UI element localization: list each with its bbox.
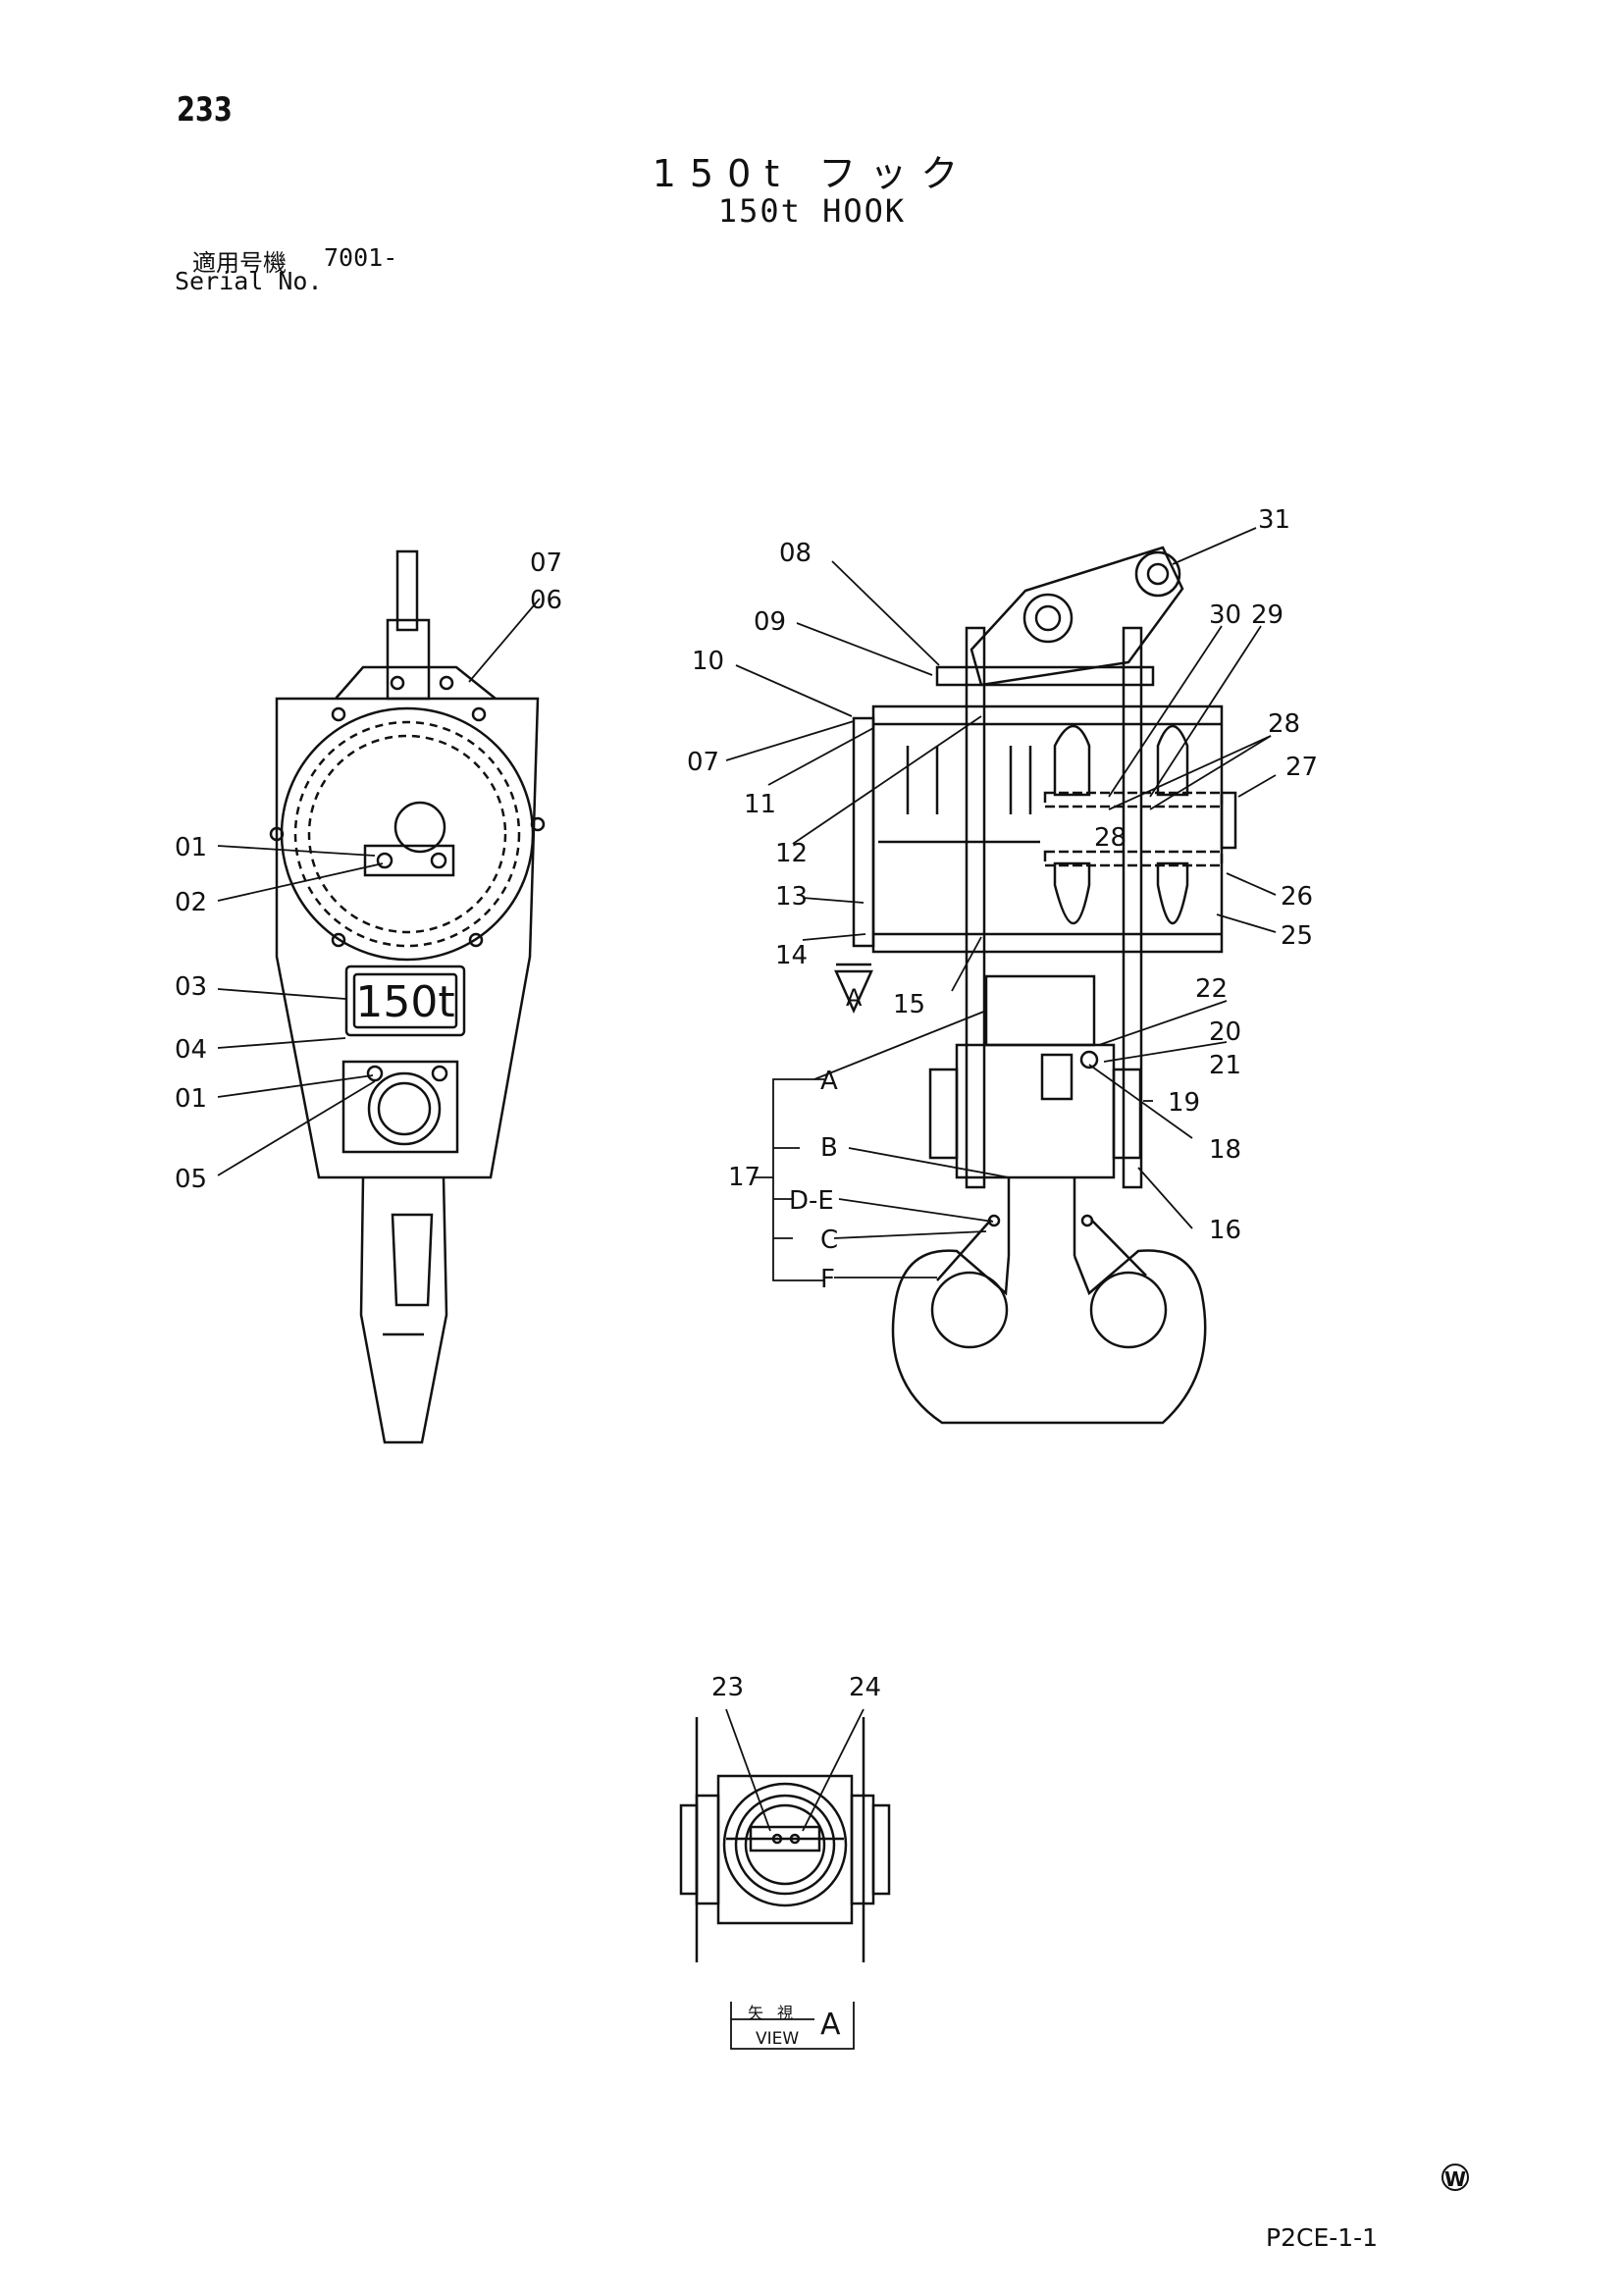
- serial-number-value: 7001-: [324, 243, 398, 272]
- callout-label: D-E: [789, 1186, 834, 1216]
- view-label-japanese: 矢視: [748, 2004, 808, 2022]
- callout-label: F: [820, 1265, 835, 1294]
- callout-label: 27: [1285, 753, 1318, 782]
- callout-label: 01: [175, 833, 207, 862]
- callout-label: 23: [711, 1673, 744, 1702]
- callout-label: 25: [1281, 921, 1313, 951]
- callout-label: 16: [1209, 1216, 1241, 1245]
- watermark-letter: W: [1444, 2167, 1466, 2191]
- callout-label: 08: [779, 539, 812, 568]
- front-view-callouts: 07 06 01 02 03 04 01 05: [175, 548, 562, 1194]
- callout-label: A: [820, 1067, 838, 1096]
- callout-label: 11: [744, 790, 776, 819]
- callout-label: 26: [1281, 882, 1313, 912]
- view-a-leaders: [725, 1708, 864, 2050]
- view-arrow-letter: A: [846, 984, 863, 1012]
- callout-label: 04: [175, 1035, 207, 1065]
- side-view-callouts: 31 08 09 30 29 10 28 27 07 11 28 12 26 1…: [687, 505, 1318, 1294]
- callout-label: 12: [775, 839, 808, 868]
- callout-label: 24: [849, 1673, 881, 1702]
- view-label-letter: A: [820, 2008, 841, 2042]
- serial-label-english: Serial No.: [175, 267, 323, 295]
- callout-label: 31: [1258, 505, 1290, 535]
- watermark-logo: W: [1441, 2164, 1469, 2191]
- side-view-leaders: [725, 527, 1277, 1281]
- page-title-japanese: 150t フック: [652, 152, 972, 195]
- callout-label: 30: [1209, 600, 1241, 630]
- callout-label: 01: [175, 1084, 207, 1114]
- callout-label: 28: [1094, 823, 1126, 853]
- callout-label: 22: [1195, 974, 1228, 1004]
- callout-label: 17: [728, 1163, 760, 1192]
- callout-label: 07: [687, 748, 719, 777]
- view-a-drawing: [679, 1717, 891, 1962]
- side-view-drawing: [834, 546, 1237, 1425]
- callout-label: 06: [530, 586, 562, 615]
- callout-label: 07: [530, 548, 562, 578]
- view-a-callouts: 23 24: [711, 1673, 881, 1702]
- page-title-english: 150t HOOK: [717, 192, 907, 230]
- view-label-english: VIEW: [756, 2029, 800, 2049]
- serial-label-japanese: 適用号機: [192, 249, 287, 277]
- reference-code: P2CE-1-1: [1266, 2223, 1379, 2252]
- callout-label: 19: [1168, 1088, 1200, 1118]
- callout-label: 14: [775, 941, 808, 970]
- callout-label: 28: [1268, 709, 1300, 739]
- page-number: 233: [177, 90, 233, 130]
- callout-label: 09: [754, 607, 786, 637]
- callout-label: C: [820, 1226, 838, 1255]
- nameplate-text: 150t: [355, 977, 454, 1027]
- front-view-drawing: 150t: [269, 549, 546, 1444]
- callout-label: 03: [175, 972, 207, 1002]
- front-view-leaders: [217, 598, 541, 1176]
- callout-label: 21: [1209, 1051, 1241, 1080]
- callout-label: 02: [175, 888, 207, 917]
- callout-label: 29: [1251, 600, 1283, 630]
- callout-label: 15: [893, 990, 925, 1019]
- callout-label: 20: [1209, 1018, 1241, 1047]
- callout-label: 10: [692, 647, 724, 676]
- callout-label: B: [820, 1133, 838, 1163]
- callout-label: 05: [175, 1165, 207, 1194]
- callout-label: 13: [775, 882, 808, 912]
- callout-label: 18: [1209, 1135, 1241, 1165]
